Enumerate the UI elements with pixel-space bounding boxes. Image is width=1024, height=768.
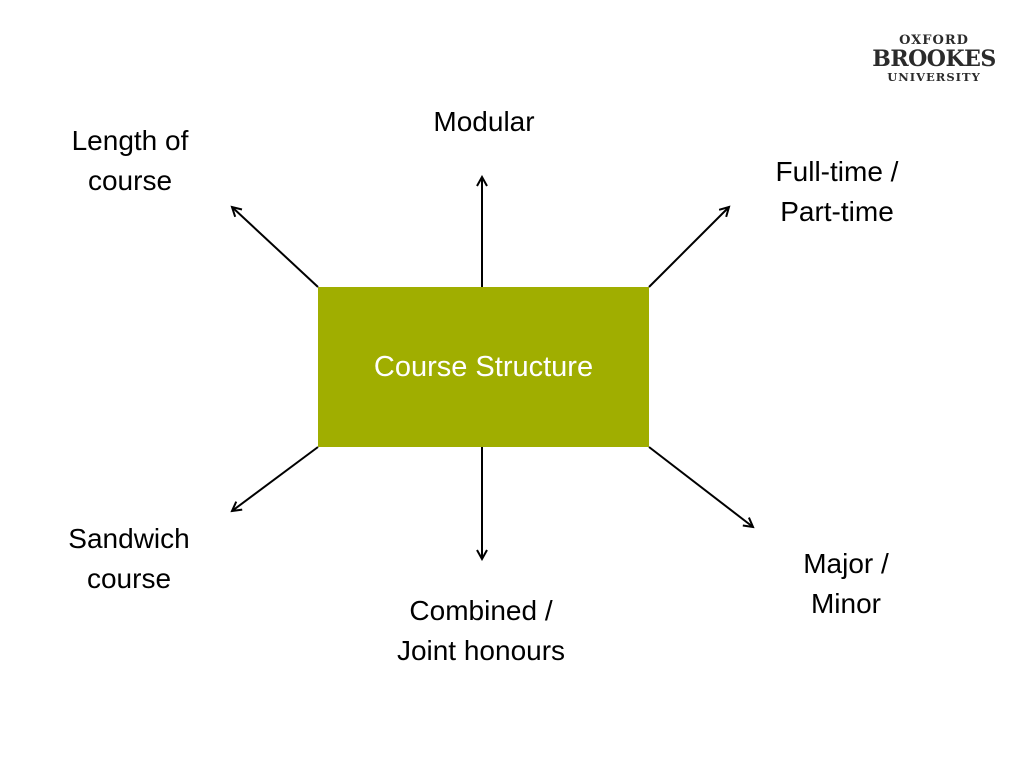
logo-line-brookes: BROOKES [872, 46, 996, 72]
logo-line-oxford: OXFORD [899, 33, 969, 48]
course-structure-label: Course Structure [373, 350, 594, 383]
node-major-minor-line-1: Major / [803, 548, 889, 579]
arrow-to-length-of-course [232, 207, 319, 288]
node-length-of-course-line-2: course [87, 165, 173, 196]
university-logo: OXFORD BROOKES UNIVERSITY [870, 34, 998, 83]
node-modular: Modular [404, 102, 564, 142]
node-combined-joint-honours-line-2: Joint honours [396, 635, 566, 666]
node-full-time-part-time-line-2: Part-time [780, 196, 894, 227]
arrow-to-sandwich-course [232, 446, 319, 511]
arrow-to-full-time-part-time [648, 207, 729, 288]
node-full-time-part-time-line-1: Full-time / [775, 156, 899, 187]
node-full-time-part-time: Full-time / Part-time [740, 152, 934, 232]
node-major-minor-line-2: Minor [810, 588, 881, 619]
node-length-of-course: Length of course [40, 121, 220, 201]
node-major-minor: Major / Minor [766, 544, 926, 624]
arrow-to-major-minor [648, 446, 753, 527]
node-sandwich-course: Sandwich course [34, 519, 224, 599]
node-sandwich-course-line-1: Sandwich [68, 523, 190, 554]
node-combined-joint-honours: Combined / Joint honours [364, 591, 598, 671]
node-length-of-course-line-1: Length of [71, 125, 189, 156]
node-sandwich-course-line-2: course [86, 563, 172, 594]
node-modular-line-1: Modular [433, 106, 535, 137]
node-combined-joint-honours-line-1: Combined / [409, 595, 553, 626]
logo-line-university: UNIVERSITY [887, 70, 981, 84]
course-structure-box: Course Structure [318, 287, 649, 447]
